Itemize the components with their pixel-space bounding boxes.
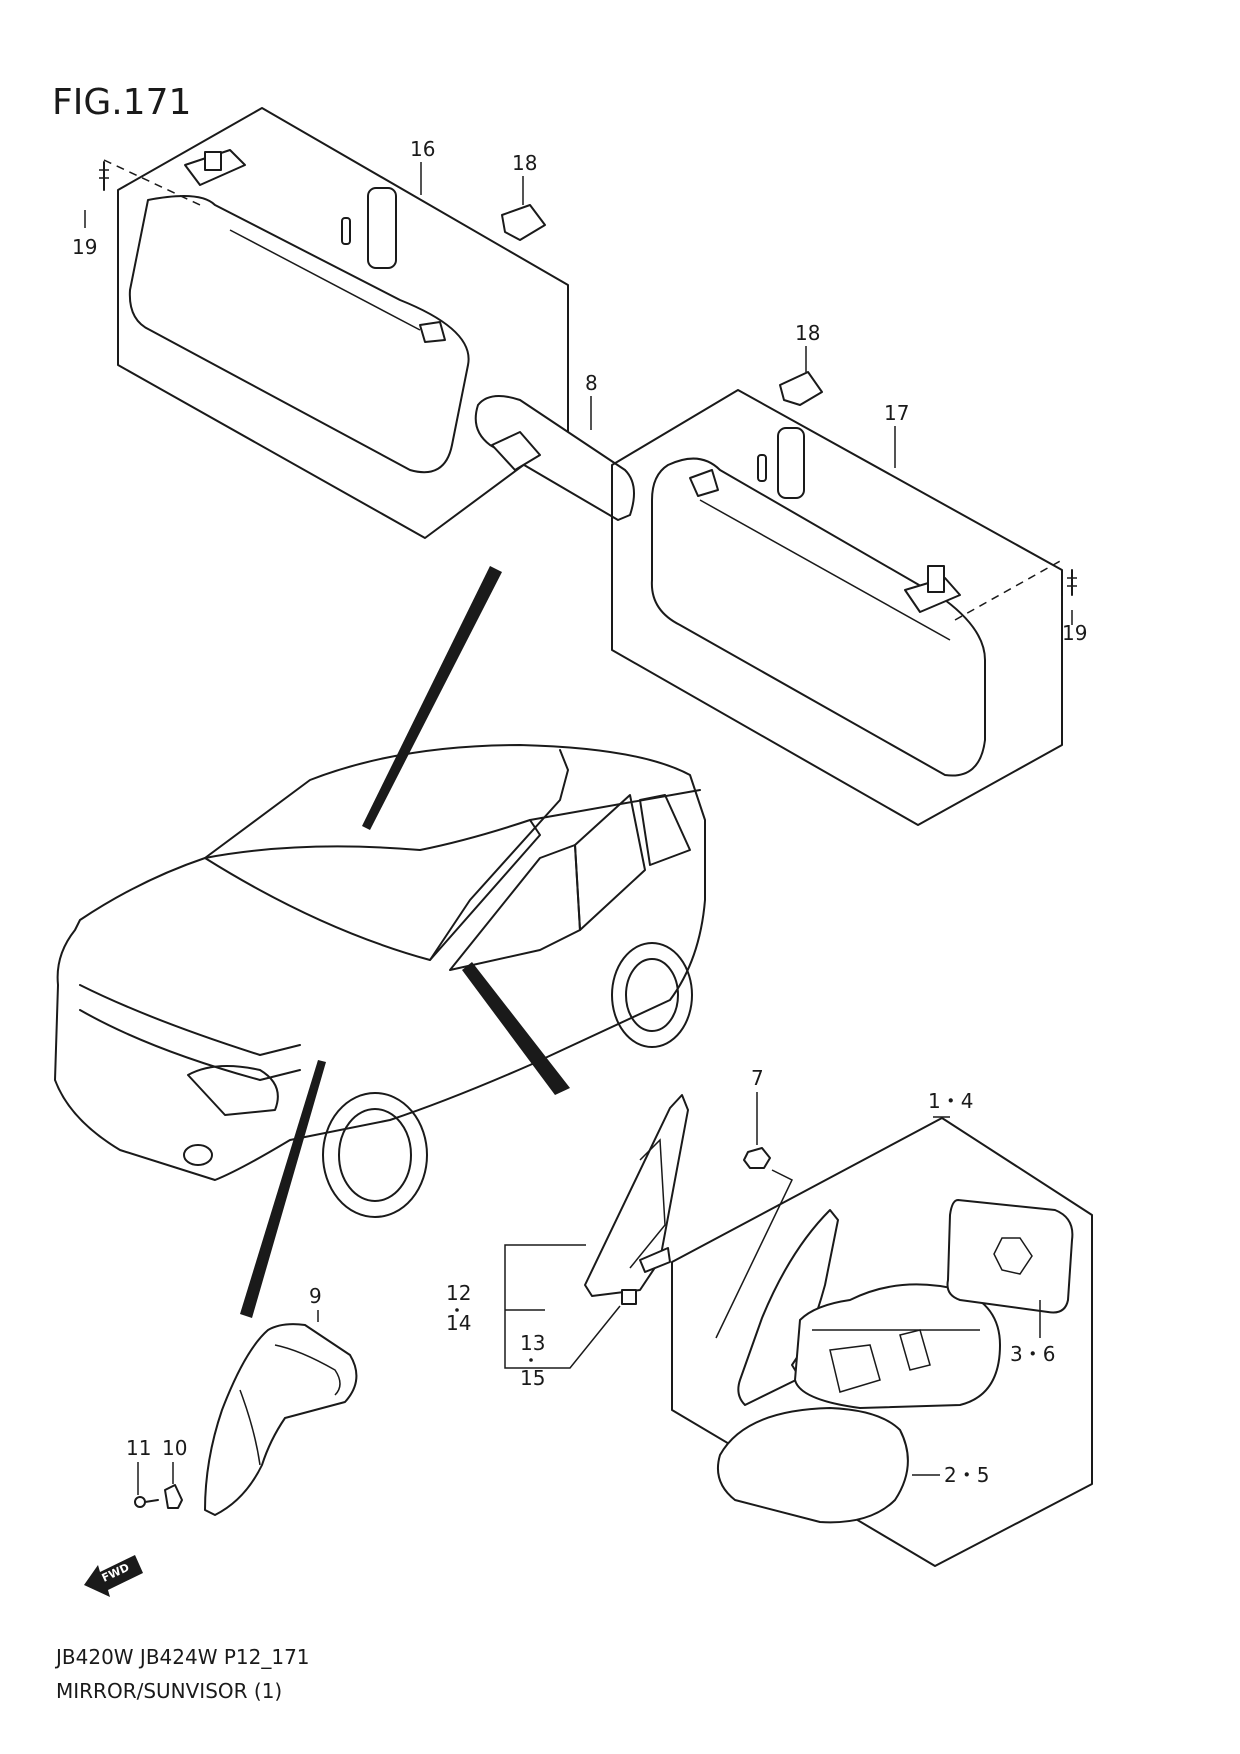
mirror-assy-group [671,1092,1093,1567]
fwd-arrow-icon: FWD [84,1555,143,1597]
sunvisor-right-group [611,371,1077,826]
figure-title: FIG.171 [52,82,191,123]
sunvisor-left-group [84,107,635,539]
callout-15: 15 [520,1366,545,1390]
mirror-base-group [504,1094,689,1369]
callout-16: 16 [410,137,435,161]
callout-17: 17 [884,401,909,425]
vehicle-outline [54,566,706,1318]
clip-18-upper [501,204,546,241]
vanity-mirror-right [777,427,805,499]
callout-11: 11 [126,1436,151,1460]
mirror-housing-1-4 [794,1283,1001,1409]
mirror-cover-2-5 [716,1407,909,1524]
clip-18-lower [779,371,823,406]
callout-14: 14 [446,1311,471,1335]
callout-3-6: 3・6 [1010,1342,1055,1366]
callout-18-lower: 18 [795,321,820,345]
callout-1-4: 1・4 [928,1089,973,1113]
clip-10 [164,1484,183,1509]
pointer-sunvisor [362,566,502,830]
sunvisor-right-panel [650,457,986,777]
callout-18-upper: 18 [512,151,537,175]
inside-mirror-group [134,1310,358,1516]
sunvisor-holder-8 [474,395,635,521]
mirror-assy-frame [671,1117,1093,1567]
inside-mirror-9 [204,1323,358,1516]
callout-19-right: 19 [1062,621,1087,645]
callout-9: 9 [309,1284,322,1308]
callout-19-left: 19 [72,235,97,259]
callout-2-5: 2・5 [944,1463,989,1487]
mirror-glass-3-6 [946,1199,1074,1314]
screw-11 [134,1496,146,1508]
sunvisor-right-frame [611,389,1063,826]
vanity-mirror-left [367,187,397,269]
footer-caption: MIRROR/SUNVISOR (1) [56,1679,282,1703]
screw-13-15 [621,1289,637,1305]
callout-10: 10 [162,1436,187,1460]
callout-8: 8 [585,371,598,395]
sunvisor-left-panel [128,195,470,474]
footer-model-code: JB420W JB424W P12_171 [54,1645,310,1669]
mirror-base-12-14 [584,1094,689,1297]
callout-7: 7 [751,1066,764,1090]
callout-12: 12 [446,1281,471,1305]
pointer-inner-mirror [240,1060,326,1318]
nut-7 [743,1147,771,1169]
headlight [187,1065,279,1116]
callout-13: 13 [520,1331,545,1355]
pointer-outer-mirror [462,962,570,1095]
